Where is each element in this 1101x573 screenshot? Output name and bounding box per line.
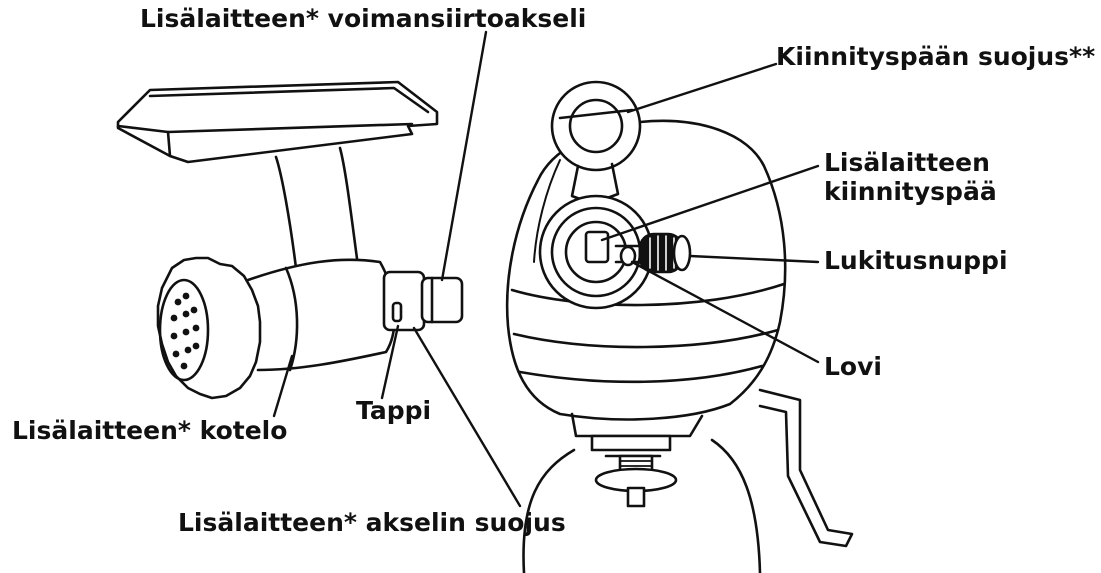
leader-attachment-hub: [600, 164, 820, 242]
grinder-plate-holes: [170, 292, 200, 370]
grinder-attachment: [116, 80, 464, 400]
leader-pin: [380, 324, 400, 400]
hopper-tray: [116, 80, 439, 164]
grinder-body: [246, 258, 396, 372]
label-attachment-hub-line2: kiinnityspää: [824, 177, 997, 206]
leader-locking-knob: [688, 254, 820, 264]
ring-nut: [156, 256, 262, 400]
label-hub-cover: Kiinnityspään suojus**: [776, 42, 1096, 71]
label-attachment-power-shaft: Lisälaitteen* voimansiirtoakseli: [140, 4, 587, 33]
leader-hub-cover: [626, 62, 778, 114]
mixer-head: [505, 80, 787, 452]
label-attachment-hub-line1: Lisälaitteen: [824, 148, 990, 177]
leader-power-shaft: [440, 30, 488, 282]
label-pin: Tappi: [356, 396, 432, 425]
label-notch: Lovi: [824, 352, 882, 381]
locking-knob: [619, 232, 692, 274]
leader-shaft-cover: [412, 326, 522, 508]
leader-lines: [272, 30, 820, 508]
grinder-shaft: [382, 270, 464, 332]
label-shaft-cover: Lisälaitteen* akselin suojus: [178, 508, 566, 537]
mixer-stand: [522, 388, 854, 573]
leader-housing: [272, 354, 294, 418]
label-attachment-housing: Lisälaitteen* kotelo: [12, 416, 288, 445]
grinder-neck: [274, 146, 360, 270]
hub-cover: [550, 80, 642, 204]
label-attachment-hub: Lisälaitteen kiinnityspää: [824, 148, 997, 206]
leader-notch: [630, 260, 820, 364]
label-locking-knob: Lukitusnuppi: [824, 246, 1008, 275]
